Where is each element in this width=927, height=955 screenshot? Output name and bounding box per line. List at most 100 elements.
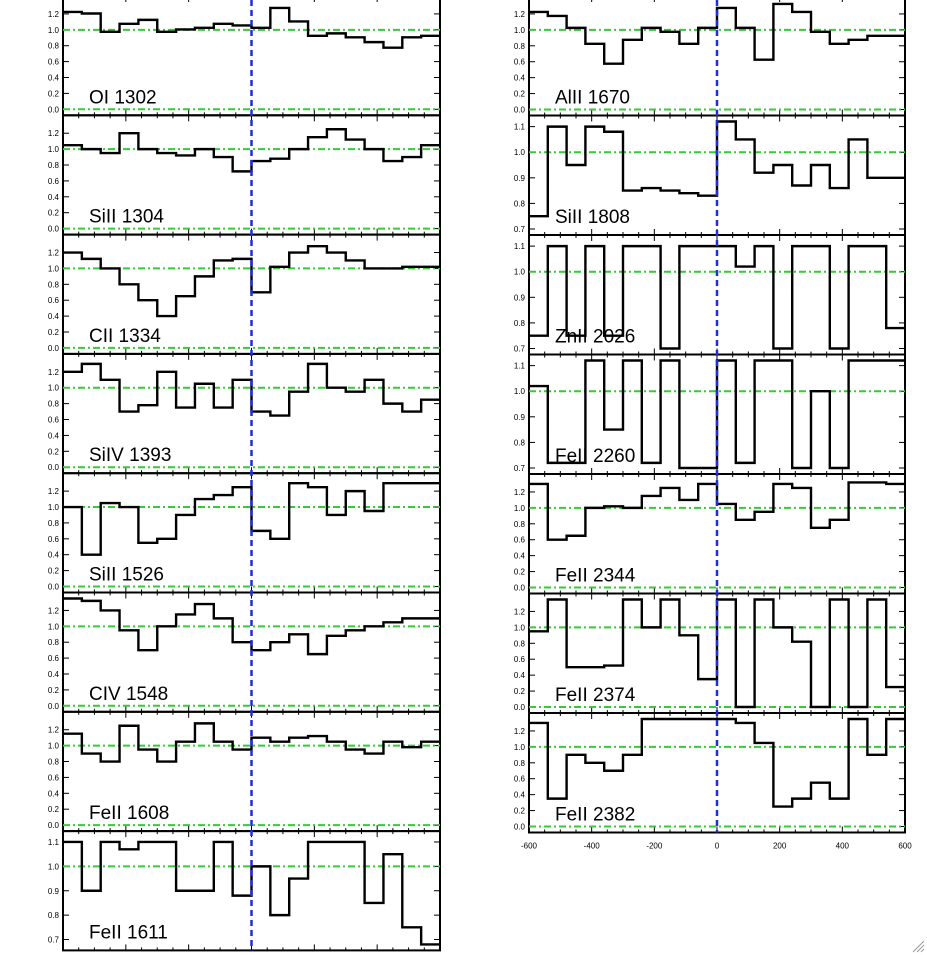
spectrum-0-2	[63, 244, 440, 318]
ytick-label-0-5-5: 1.0	[48, 622, 60, 631]
xtick-label-1-2: -200	[646, 842, 663, 851]
resize-grip-icon[interactable]	[911, 939, 925, 953]
ytick-label-0-0-0: 0.0	[48, 105, 60, 114]
ytick-label-0-3-1: 0.2	[48, 447, 60, 456]
panel-label-1-3: FeII 2260	[555, 446, 635, 467]
panel-label-0-3: SiIV 1393	[89, 445, 171, 466]
ytick-label-0-0-3: 0.6	[48, 58, 60, 67]
xtick-label-1-6: 600	[898, 842, 912, 851]
ytick-label-0-3-2: 0.4	[48, 431, 60, 440]
ytick-label-0-4-5: 1.0	[48, 503, 60, 512]
ytick-label-0-7-1: 0.8	[48, 911, 60, 920]
ytick-label-0-6-5: 1.0	[48, 742, 60, 751]
ytick-label-0-2-0: 0.0	[48, 344, 60, 353]
spectrum-0-4	[63, 481, 440, 556]
ytick-label-1-3-0: 0.7	[514, 464, 526, 473]
ytick-label-0-2-5: 1.0	[48, 264, 60, 273]
ytick-label-0-1-1: 0.2	[48, 209, 60, 218]
ytick-label-0-1-5: 1.0	[48, 145, 60, 154]
ytick-label-0-1-6: 1.2	[48, 129, 60, 138]
ytick-label-1-6-6: 1.2	[514, 727, 526, 736]
ytick-label-1-6-3: 0.6	[514, 775, 526, 784]
ytick-label-0-5-3: 0.6	[48, 654, 60, 663]
spectrum-0-0	[63, 6, 440, 49]
ytick-label-1-0-4: 0.8	[514, 42, 526, 51]
ytick-label-0-4-0: 0.0	[48, 583, 60, 592]
ytick-label-0-7-0: 0.7	[48, 936, 60, 945]
ytick-label-1-1-2: 0.9	[514, 174, 526, 183]
ytick-label-1-4-0: 0.0	[514, 584, 526, 593]
panel-label-0-5: CIV 1548	[89, 684, 168, 705]
ytick-label-1-4-2: 0.4	[514, 552, 526, 561]
ytick-label-1-0-3: 0.6	[514, 58, 526, 67]
ytick-label-1-5-2: 0.4	[514, 671, 526, 680]
panel-label-1-4: FeII 2344	[555, 566, 636, 587]
ytick-label-1-3-2: 0.9	[514, 413, 526, 422]
ytick-label-0-5-6: 1.2	[48, 606, 60, 615]
ytick-label-1-6-1: 0.2	[514, 807, 526, 816]
panel-label-0-6: FeII 1608	[89, 803, 169, 824]
ytick-label-1-5-4: 0.8	[514, 639, 526, 648]
ytick-label-0-4-2: 0.4	[48, 551, 60, 560]
ytick-label-0-2-1: 0.2	[48, 328, 60, 337]
ytick-label-1-0-5: 1.0	[514, 26, 526, 35]
ytick-label-1-2-4: 1.1	[514, 242, 526, 251]
panel-label-1-0: AlII 1670	[555, 88, 630, 109]
ytick-label-1-4-3: 0.6	[514, 536, 526, 545]
ytick-label-1-0-1: 0.2	[514, 90, 526, 99]
xtick-label-1-0: -600	[521, 842, 538, 851]
ytick-label-0-2-3: 0.6	[48, 296, 60, 305]
ytick-label-0-1-3: 0.6	[48, 177, 60, 186]
ytick-label-0-1-0: 0.0	[48, 225, 60, 234]
ytick-label-1-3-4: 1.1	[514, 362, 526, 371]
spectrum-1-3	[529, 359, 905, 470]
ytick-label-0-1-4: 0.8	[48, 161, 60, 170]
ytick-label-1-6-5: 1.0	[514, 743, 526, 752]
ytick-label-1-3-1: 0.8	[514, 438, 526, 447]
ytick-label-1-4-5: 1.0	[514, 504, 526, 513]
ytick-label-0-0-5: 1.0	[48, 26, 60, 35]
ytick-label-0-0-2: 0.4	[48, 74, 60, 83]
ytick-label-0-3-3: 0.6	[48, 416, 60, 425]
ytick-label-0-7-4: 1.1	[48, 838, 60, 847]
ytick-label-0-0-1: 0.2	[48, 89, 60, 98]
ytick-label-1-0-0: 0.0	[514, 106, 526, 115]
xtick-label-1-4: 200	[773, 842, 787, 851]
ytick-label-0-6-2: 0.4	[48, 789, 60, 798]
ytick-label-0-5-1: 0.2	[48, 686, 60, 695]
ytick-label-0-3-0: 0.0	[48, 463, 60, 472]
ytick-label-0-7-3: 1.0	[48, 862, 60, 871]
ytick-label-1-5-5: 1.0	[514, 623, 526, 632]
panel-label-0-1: SiII 1304	[89, 207, 164, 228]
ytick-label-1-5-0: 0.0	[514, 703, 526, 712]
ytick-label-0-4-6: 1.2	[48, 487, 60, 496]
ytick-label-0-6-0: 0.0	[48, 821, 60, 830]
ytick-label-1-2-0: 0.7	[514, 345, 526, 354]
xtick-label-1-1: -400	[584, 842, 601, 851]
ytick-label-0-6-3: 0.6	[48, 773, 60, 782]
spectrum-1-0	[529, 2, 905, 65]
ytick-label-0-4-3: 0.6	[48, 535, 60, 544]
ytick-label-0-0-6: 1.2	[48, 10, 60, 19]
panel-label-0-7: FeII 1611	[89, 922, 168, 943]
ytick-label-1-1-3: 1.0	[514, 148, 526, 157]
ytick-label-0-5-0: 0.0	[48, 702, 60, 711]
ytick-label-1-2-2: 0.9	[514, 293, 526, 302]
ytick-label-1-5-6: 1.2	[514, 607, 526, 616]
ytick-label-1-0-6: 1.2	[514, 10, 526, 19]
ytick-label-1-5-3: 0.6	[514, 655, 526, 664]
ytick-label-0-0-4: 0.8	[48, 42, 60, 51]
spectrum-1-2	[529, 244, 905, 350]
ytick-label-1-6-0: 0.0	[514, 823, 526, 832]
ytick-label-1-3-3: 1.0	[514, 387, 526, 396]
ytick-label-0-6-1: 0.2	[48, 805, 60, 814]
panel-label-0-2: CII 1334	[89, 326, 161, 347]
ytick-label-0-2-2: 0.4	[48, 312, 60, 321]
ytick-label-1-1-1: 0.8	[514, 199, 526, 208]
panel-label-0-0: OI 1302	[89, 87, 157, 108]
ytick-label-0-6-4: 0.8	[48, 758, 60, 767]
ytick-label-1-6-2: 0.4	[514, 791, 526, 800]
ytick-label-0-2-4: 0.8	[48, 280, 60, 289]
ytick-label-0-7-2: 0.9	[48, 887, 60, 896]
